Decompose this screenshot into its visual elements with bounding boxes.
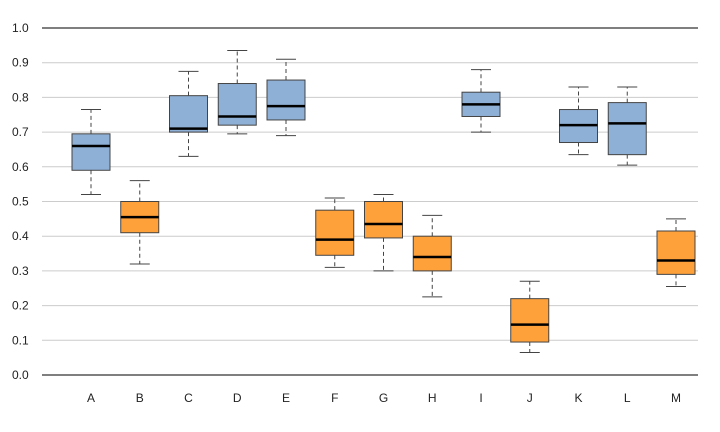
iqr-box [656, 230, 696, 275]
y-tick-label: 1.0 [12, 21, 29, 35]
x-tick-label: J [527, 391, 533, 405]
box-L [607, 86, 647, 166]
iqr-box [217, 83, 257, 126]
box-M [656, 218, 696, 288]
box-F [315, 197, 355, 268]
y-tick-label: 0.2 [12, 299, 29, 313]
y-tick-label: 0.7 [12, 125, 29, 139]
x-tick-label: C [184, 391, 193, 405]
x-tick-label: E [282, 391, 290, 405]
box-K [559, 86, 598, 156]
x-tick-label: L [624, 391, 631, 405]
x-tick-label: H [428, 391, 437, 405]
iqr-box [364, 201, 403, 239]
x-tick-label: G [379, 391, 388, 405]
x-tick-label: D [233, 391, 242, 405]
box-C [169, 70, 208, 157]
x-tick-label: A [87, 391, 95, 405]
x-axis-category-labels: A B C D E F G H I J K L M [87, 391, 681, 405]
y-axis-tick-labels: 0.0 0.1 0.2 0.3 0.4 0.5 0.6 0.7 0.8 0.9 1.0 [12, 21, 29, 382]
y-tick-label: 0.1 [12, 333, 29, 347]
box-G [364, 194, 403, 272]
y-tick-label: 0.6 [12, 160, 29, 174]
x-tick-label: K [574, 391, 582, 405]
y-tick-label: 0.8 [12, 90, 29, 104]
iqr-box [607, 102, 647, 156]
box-E [266, 58, 306, 137]
y-tick-label: 0.3 [12, 264, 29, 278]
iqr-box [510, 298, 550, 343]
y-tick-label: 0.5 [12, 195, 29, 209]
iqr-box [266, 79, 306, 121]
box-I [461, 69, 501, 133]
box-J [510, 280, 550, 353]
box-B [120, 180, 160, 265]
box-H [412, 214, 452, 298]
y-tick-label: 0.0 [12, 368, 29, 382]
x-tick-label: I [479, 391, 482, 405]
boxes [71, 50, 696, 353]
iqr-box [315, 209, 355, 256]
box-A [71, 109, 111, 196]
y-tick-label: 0.4 [12, 229, 29, 243]
box-D [217, 50, 257, 135]
y-tick-label: 0.9 [12, 56, 29, 70]
x-tick-label: B [136, 391, 144, 405]
iqr-box [169, 95, 208, 133]
iqr-box [412, 235, 452, 272]
x-tick-label: F [331, 391, 338, 405]
iqr-box [71, 133, 111, 171]
x-tick-label: M [671, 391, 681, 405]
